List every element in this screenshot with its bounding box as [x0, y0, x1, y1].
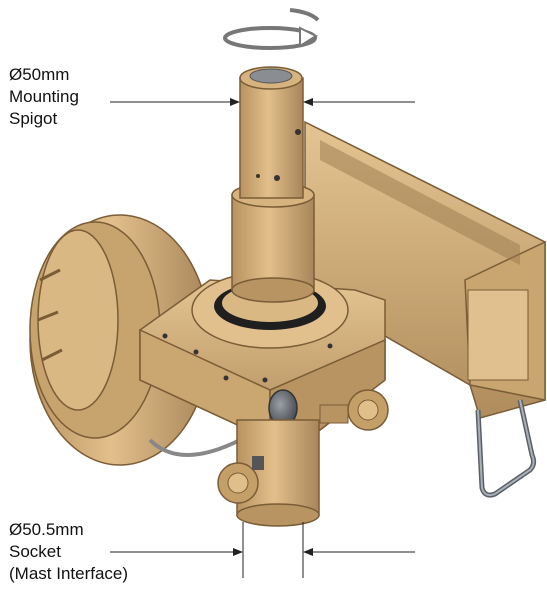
left-drum-housing [29, 214, 241, 466]
spigot-dimension-lines [110, 98, 415, 106]
socket-label: Ø50.5mm Socket (Mast Interface) [9, 519, 128, 585]
cable-handle [475, 399, 537, 498]
socket-label-line3: (Mast Interface) [9, 564, 129, 583]
socket-dimension-lines [110, 522, 415, 578]
mounting-spigot [231, 66, 315, 303]
side-knob [319, 389, 389, 431]
electronics-enclosure [304, 120, 546, 419]
lower-socket [217, 419, 320, 527]
spigot-label-line1: Ø50mm [9, 65, 70, 84]
rotation-arrow-icon [223, 8, 320, 50]
socket-label-line2: Socket [9, 542, 61, 561]
spigot-label: Ø50mm Mounting Spigot [9, 64, 79, 130]
spigot-label-line2: Mounting [9, 87, 79, 106]
socket-label-line1: Ø50.5mm [9, 520, 84, 539]
spigot-label-line3: Spigot [9, 109, 58, 128]
